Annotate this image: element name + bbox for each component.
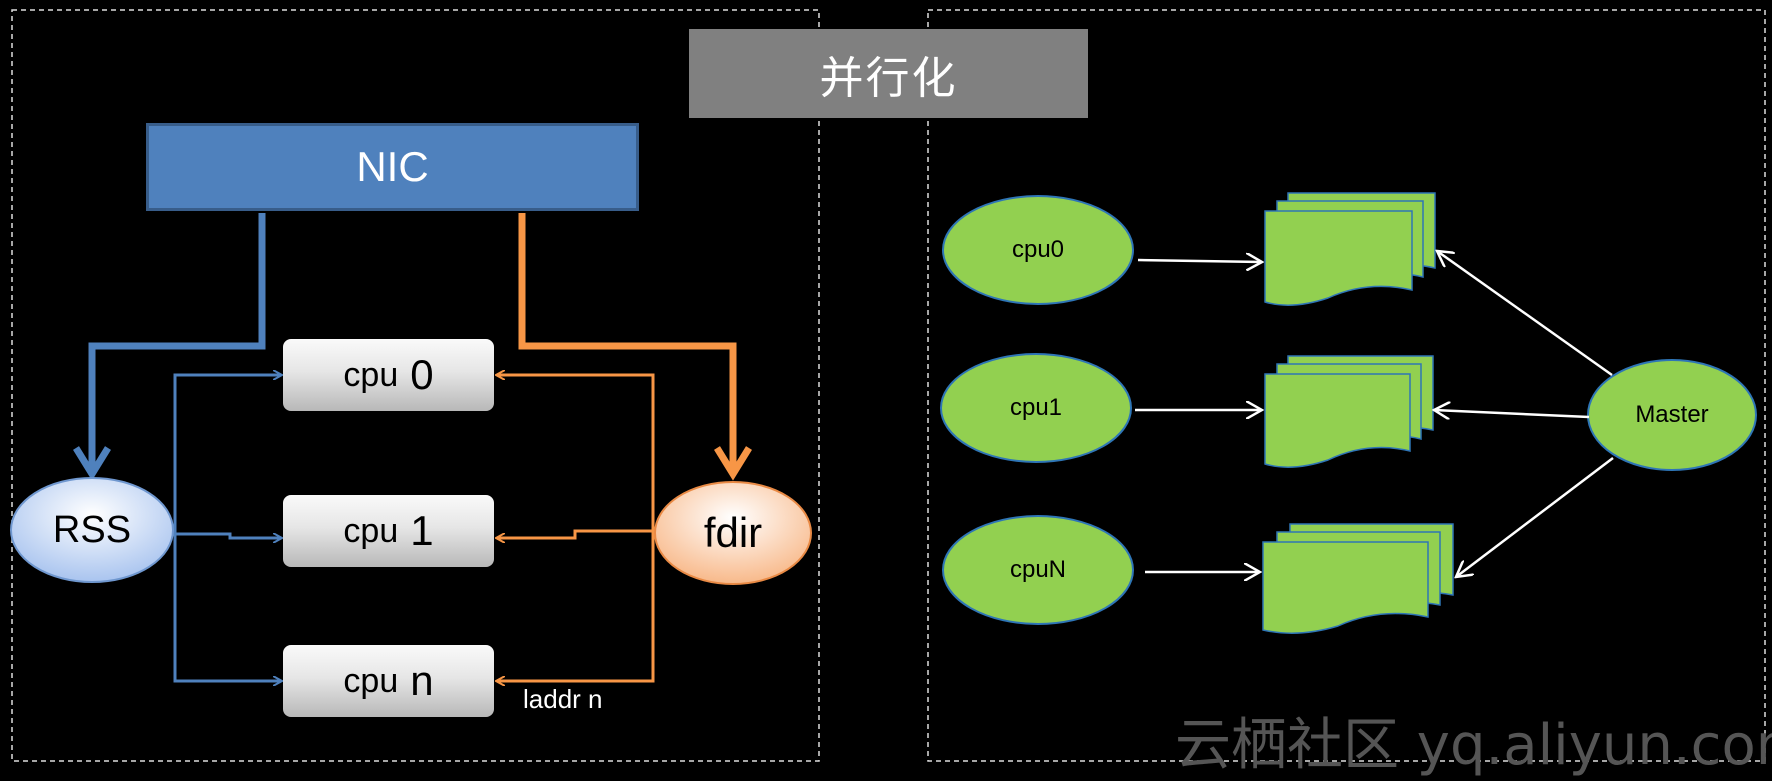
- cpu1-node: [940, 353, 1132, 463]
- laddr-label: laddr n: [523, 684, 603, 714]
- left-panel-border: [11, 9, 820, 762]
- nic-to-rss-connector: [88, 213, 266, 470]
- watermark: 云栖社区 yq.aliyun.com: [1175, 713, 1772, 778]
- fdir-label: fdir: [703, 509, 763, 556]
- cpu-1-prefix: cpu: [343, 511, 399, 550]
- cpu-0-prefix: cpu: [343, 355, 399, 394]
- cpu-1-number: 1: [410, 507, 434, 554]
- rss-to-cpu1-arrow: [175, 532, 281, 538]
- rss-node: [10, 477, 174, 583]
- cpu-n-prefix: cpu: [343, 661, 399, 700]
- nic-to-fdir-arrowhead: [714, 446, 752, 481]
- master-node: [1587, 359, 1757, 471]
- queue-stack-1: [1264, 355, 1434, 468]
- cpu-0-box: cpu 0: [283, 339, 494, 411]
- cpu-n-number: n: [410, 657, 434, 704]
- queue-stack-0: [1264, 192, 1436, 306]
- right-cpun-label: cpuN: [1009, 556, 1067, 583]
- master-label: Master: [1635, 401, 1709, 428]
- queue-stack-n: [1262, 523, 1454, 634]
- fdir-bus-line: [497, 373, 655, 681]
- fdir-node: [654, 481, 812, 585]
- fdir-to-cpu1-arrow: [497, 529, 655, 538]
- master-to-queue1-arrow: [1434, 410, 1590, 417]
- rss-bus-line: [173, 373, 281, 681]
- cpun-node: [942, 515, 1134, 625]
- rss-label: RSS: [52, 508, 132, 551]
- master-to-queue0-arrow: [1437, 251, 1613, 377]
- nic-box: NIC: [146, 123, 639, 211]
- cpu0-to-queue-arrow: [1137, 260, 1262, 262]
- right-panel-border: [927, 9, 1766, 762]
- cpu-0-number: 0: [410, 351, 434, 398]
- nic-label: NIC: [356, 143, 429, 190]
- nic-to-fdir-connector: [518, 213, 737, 470]
- cpu0-node: [942, 195, 1134, 305]
- page-title: 并行化: [689, 29, 1088, 118]
- master-to-queuen-arrow: [1456, 457, 1614, 577]
- right-cpu1-label: cpu1: [1009, 394, 1063, 421]
- cpu-1-box: cpu 1: [283, 495, 494, 567]
- right-cpu0-label: cpu0: [1011, 236, 1065, 263]
- nic-to-rss-arrowhead: [73, 446, 111, 481]
